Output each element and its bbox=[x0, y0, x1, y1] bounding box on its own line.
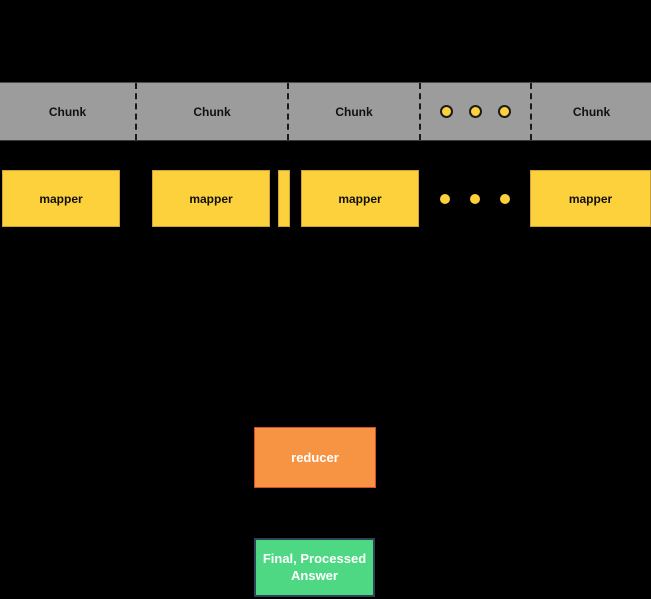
chunk-label: Chunk bbox=[572, 104, 611, 119]
reducer-label: reducer bbox=[291, 450, 339, 465]
chunk-section-4: Chunk bbox=[530, 83, 651, 140]
chunk-label: Chunk bbox=[48, 104, 87, 119]
chunk-section-3: Chunk bbox=[287, 83, 419, 140]
reducer-box: reducer bbox=[254, 427, 376, 488]
final-answer-box: Final, Processed Answer bbox=[254, 538, 375, 597]
final-answer-label: Final, Processed Answer bbox=[262, 551, 367, 583]
mapper-box-1: mapper bbox=[2, 170, 120, 227]
mapper-box-2: mapper bbox=[152, 170, 270, 227]
chunk-section-2: Chunk bbox=[135, 83, 287, 140]
chunk-label: Chunk bbox=[335, 104, 373, 119]
mapper-ellipsis bbox=[419, 194, 530, 204]
mapper-box-partial bbox=[278, 170, 290, 227]
mapper-label: mapper bbox=[338, 191, 382, 206]
chunk-label: Chunk bbox=[193, 104, 231, 119]
ellipsis-dot-icon bbox=[499, 194, 510, 204]
chunk-section-1: Chunk bbox=[0, 83, 135, 140]
mapper-box-4: mapper bbox=[530, 170, 651, 227]
chunk-section-ellipsis bbox=[419, 83, 530, 140]
ellipsis-dot-icon bbox=[469, 194, 480, 204]
mapper-label: mapper bbox=[189, 191, 233, 206]
ellipsis-dot-icon bbox=[498, 105, 511, 118]
ellipsis-dot-icon bbox=[440, 105, 453, 118]
chunk-bar: Chunk Chunk Chunk Chunk bbox=[0, 82, 651, 141]
ellipsis-dot-icon bbox=[469, 105, 482, 118]
mapper-box-3: mapper bbox=[301, 170, 419, 227]
mapper-label: mapper bbox=[568, 191, 613, 206]
mapper-label: mapper bbox=[39, 191, 83, 206]
ellipsis-dot-icon bbox=[439, 194, 450, 204]
